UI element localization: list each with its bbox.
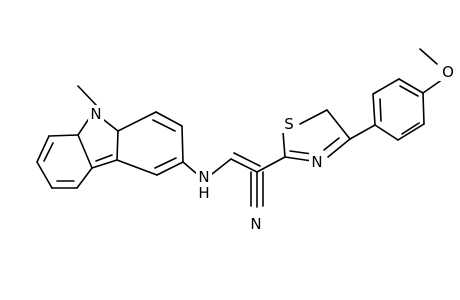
thiazole-nitrogen-label: N: [311, 153, 322, 171]
bond-layer: [36, 48, 444, 208]
nitrile-nitrogen-label: N: [250, 215, 261, 233]
methoxy-oxygen-bg: [439, 62, 457, 81]
methoxy-oxygen-label: O: [442, 63, 454, 81]
atom-labels: N N H S N N O: [88, 62, 457, 233]
carbazole-nitrogen-label: N: [90, 105, 101, 123]
nitrile-nitrogen-bg: [248, 215, 264, 233]
thiazole-sulfur-bg: [280, 114, 298, 133]
thiazole-sulfur-label: S: [284, 115, 294, 133]
carbazole-nitrogen-bg: [88, 105, 104, 123]
amine-nitrogen-label: N: [198, 168, 209, 186]
thiazole-nitrogen-bg: [309, 153, 325, 171]
amine-hydrogen-label: H: [198, 184, 209, 202]
amine-nitrogen-bg: [196, 168, 212, 186]
